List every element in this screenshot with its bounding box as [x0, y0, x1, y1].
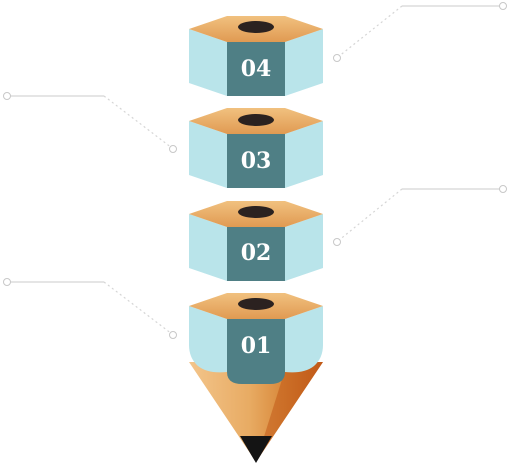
segment-02-left-face	[189, 214, 227, 281]
connector-01-diagonal	[103, 281, 173, 335]
connector-04-end-dot	[499, 2, 507, 10]
connector-01-end-dot	[3, 278, 11, 286]
connector-01-start-dot	[169, 331, 177, 339]
segment-01-hole	[238, 298, 274, 310]
segment-01-left-face	[189, 306, 227, 373]
segment-04-label: 04	[241, 56, 272, 82]
segment-02-hole	[238, 206, 274, 218]
connector-02-diagonal	[337, 188, 403, 242]
segment-03-right-face	[285, 121, 323, 188]
segment-04-left-face	[189, 29, 227, 96]
connector-02	[333, 185, 507, 246]
segment-02-right-face	[285, 214, 323, 281]
connector-04-start-dot	[333, 54, 341, 62]
segment-02-label: 02	[241, 240, 272, 266]
segment-04-center-face	[227, 42, 285, 96]
pencil-segment-03: 03	[189, 108, 323, 188]
pencil-segment-02: 02	[189, 201, 323, 281]
connector-03-start-dot	[169, 145, 177, 153]
segment-02-center-face	[227, 227, 285, 281]
segment-03-center-face	[227, 134, 285, 188]
segment-03-label: 03	[241, 148, 272, 174]
connector-03	[3, 92, 177, 153]
pencil-wood-cone-shadow	[256, 362, 323, 462]
pencil-segment-01: 01	[189, 293, 323, 463]
segment-01-right-face	[285, 306, 323, 373]
connector-03-diagonal	[103, 95, 173, 149]
pencil-lead-tip	[240, 436, 272, 463]
connector-03-end-dot	[3, 92, 11, 100]
connector-04-diagonal	[337, 5, 403, 58]
segment-04-hole	[238, 21, 274, 33]
segment-03-left-face	[189, 121, 227, 188]
connector-04	[333, 2, 507, 62]
connector-01	[3, 278, 177, 339]
segment-03-hole	[238, 114, 274, 126]
segment-01-label: 01	[241, 333, 272, 359]
connector-02-end-dot	[499, 185, 507, 193]
segment-01-center-face	[227, 319, 285, 384]
segment-04-right-face	[285, 29, 323, 96]
connector-02-start-dot	[333, 238, 341, 246]
pencil-segment-04: 04	[189, 16, 323, 96]
